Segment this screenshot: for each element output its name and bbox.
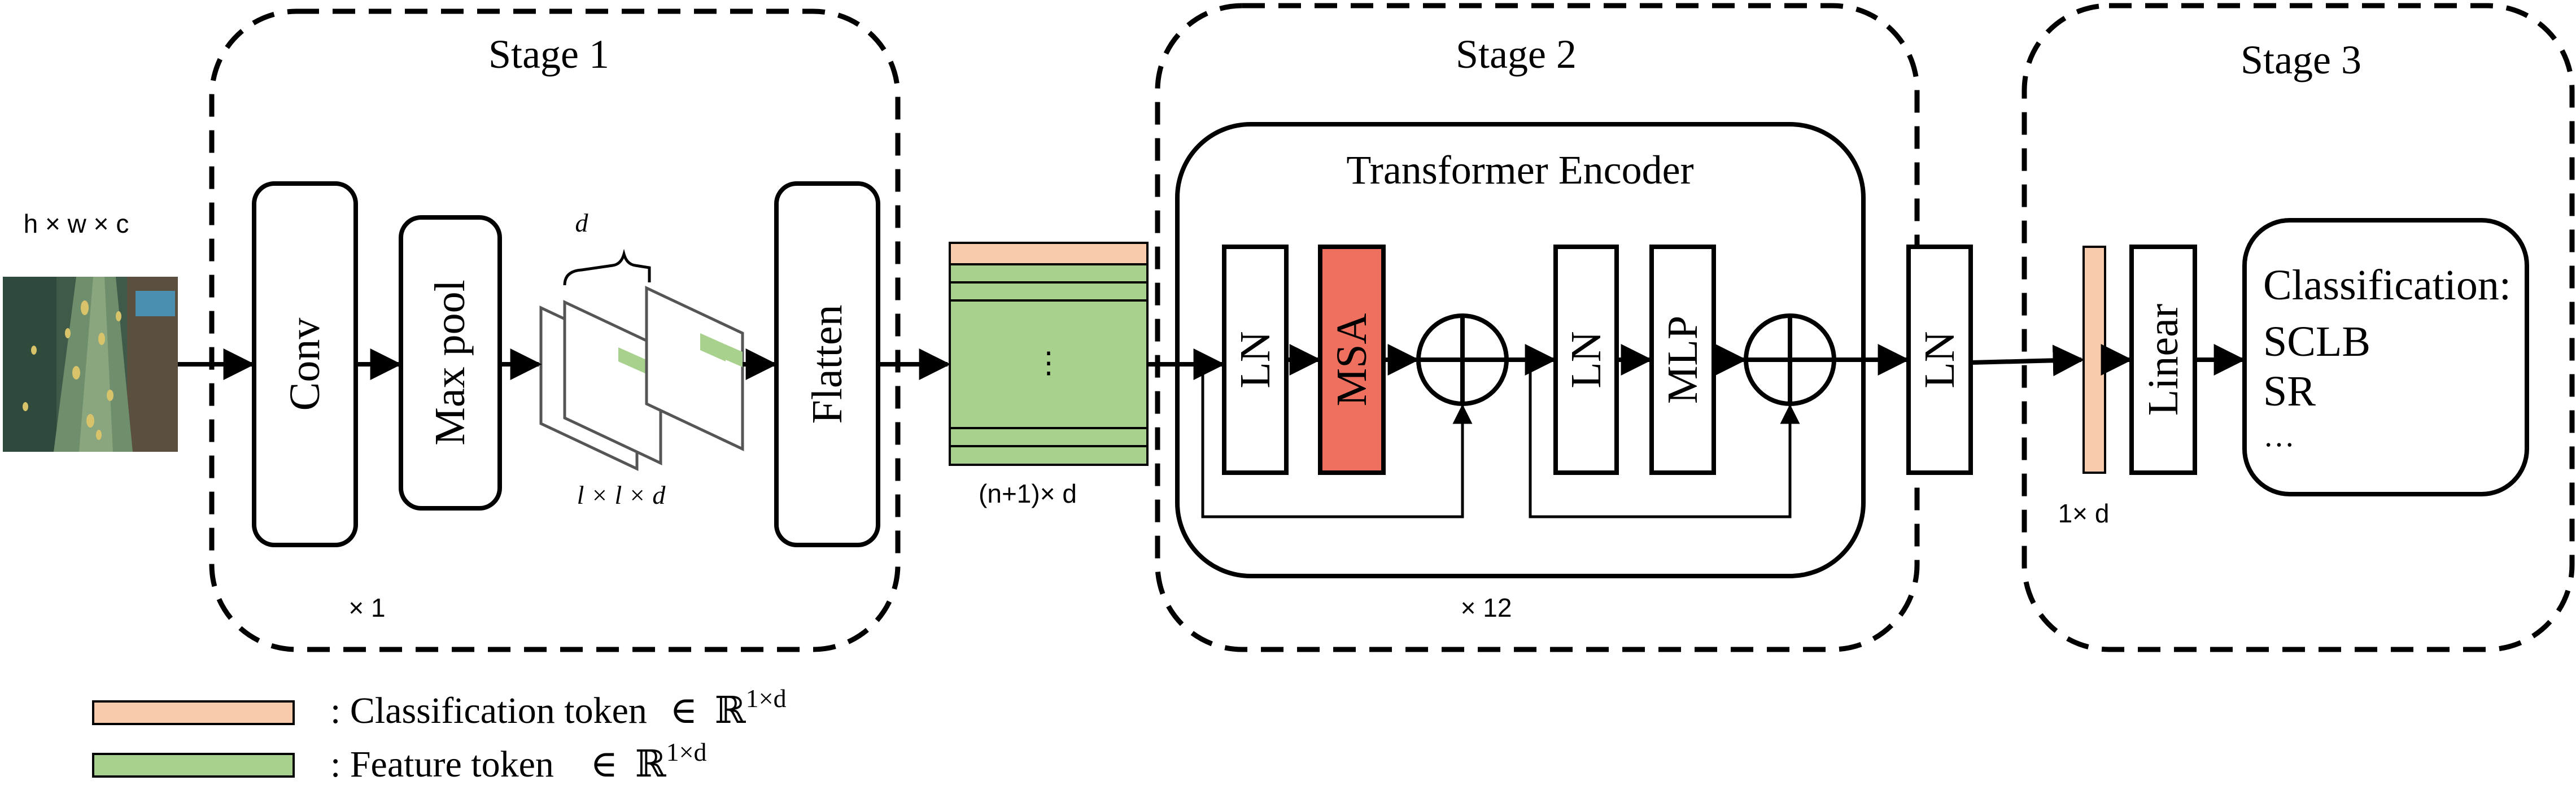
stage-2-repeat: × 12 bbox=[1461, 593, 1512, 622]
legend-feature-label: : Feature token ∈ ℝ1×d bbox=[330, 738, 707, 785]
stage-3-title: Stage 3 bbox=[2241, 37, 2361, 82]
legend-cls-label: : Classification token ∈ ℝ1×d bbox=[330, 684, 787, 731]
msa-block-label: MSA bbox=[1328, 313, 1376, 407]
transformer-encoder-box bbox=[1175, 122, 1866, 578]
ln-block-2-label: LN bbox=[1562, 331, 1610, 388]
feature-dim-brace bbox=[563, 248, 651, 286]
class-item-3: … bbox=[2263, 418, 2295, 453]
legend-feature-swatch bbox=[92, 753, 295, 778]
conv-label: Conv bbox=[281, 318, 329, 411]
stage-1-title: Stage 1 bbox=[488, 32, 609, 77]
stage-1-repeat: × 1 bbox=[348, 593, 385, 622]
linear-block bbox=[2129, 245, 2197, 475]
feature-dim-label: d bbox=[575, 208, 589, 237]
ln-block-2 bbox=[1553, 245, 1619, 475]
feature-map-stack bbox=[539, 286, 744, 471]
linear-label: Linear bbox=[2140, 304, 2187, 416]
post-ln-label: LN bbox=[1916, 331, 1963, 388]
class-item-2: SR bbox=[2263, 368, 2316, 415]
flow-arrows bbox=[178, 344, 2246, 380]
token-dims-label: (n+1)× d bbox=[979, 479, 1077, 508]
cls-output-dims-label: 1× d bbox=[2058, 499, 2110, 528]
feature-token-rows bbox=[949, 263, 1149, 466]
stage-3-box bbox=[2021, 3, 2575, 652]
cls-output-token bbox=[2082, 246, 2106, 474]
post-ln-block bbox=[1906, 245, 1973, 475]
class-item-1: SCLB bbox=[2263, 318, 2370, 365]
patch-highlight-1 bbox=[618, 347, 644, 373]
ln-block-1-label: LN bbox=[1232, 331, 1279, 388]
stage-2-title: Stage 2 bbox=[1456, 32, 1577, 77]
stage-1-box bbox=[209, 8, 901, 652]
classification-title: Classification: bbox=[2263, 261, 2511, 309]
transformer-encoder-title: Transformer Encoder bbox=[1346, 147, 1693, 193]
flatten-label: Flatten bbox=[804, 304, 851, 424]
input-dims-label: h × w × c bbox=[24, 209, 129, 238]
mlp-block bbox=[1649, 245, 1716, 475]
mlp-block-label: MLP bbox=[1659, 316, 1706, 404]
legend-cls-swatch bbox=[92, 700, 295, 725]
maxpool-label: Max pool bbox=[426, 280, 474, 445]
patch-highlight-4 bbox=[726, 344, 743, 367]
patch-highlight-3 bbox=[700, 333, 726, 361]
cls-token-row bbox=[949, 242, 1149, 265]
input-leaf-image bbox=[3, 277, 178, 452]
residual-connections bbox=[1201, 360, 1800, 518]
residual-add-2 bbox=[1744, 313, 1836, 406]
token-matrix: ⋮ bbox=[949, 242, 1149, 466]
patch-dims-label: l × l × d bbox=[577, 481, 666, 509]
token-ellipsis: ⋮ bbox=[1034, 347, 1063, 380]
residual-add-1 bbox=[1416, 313, 1509, 406]
